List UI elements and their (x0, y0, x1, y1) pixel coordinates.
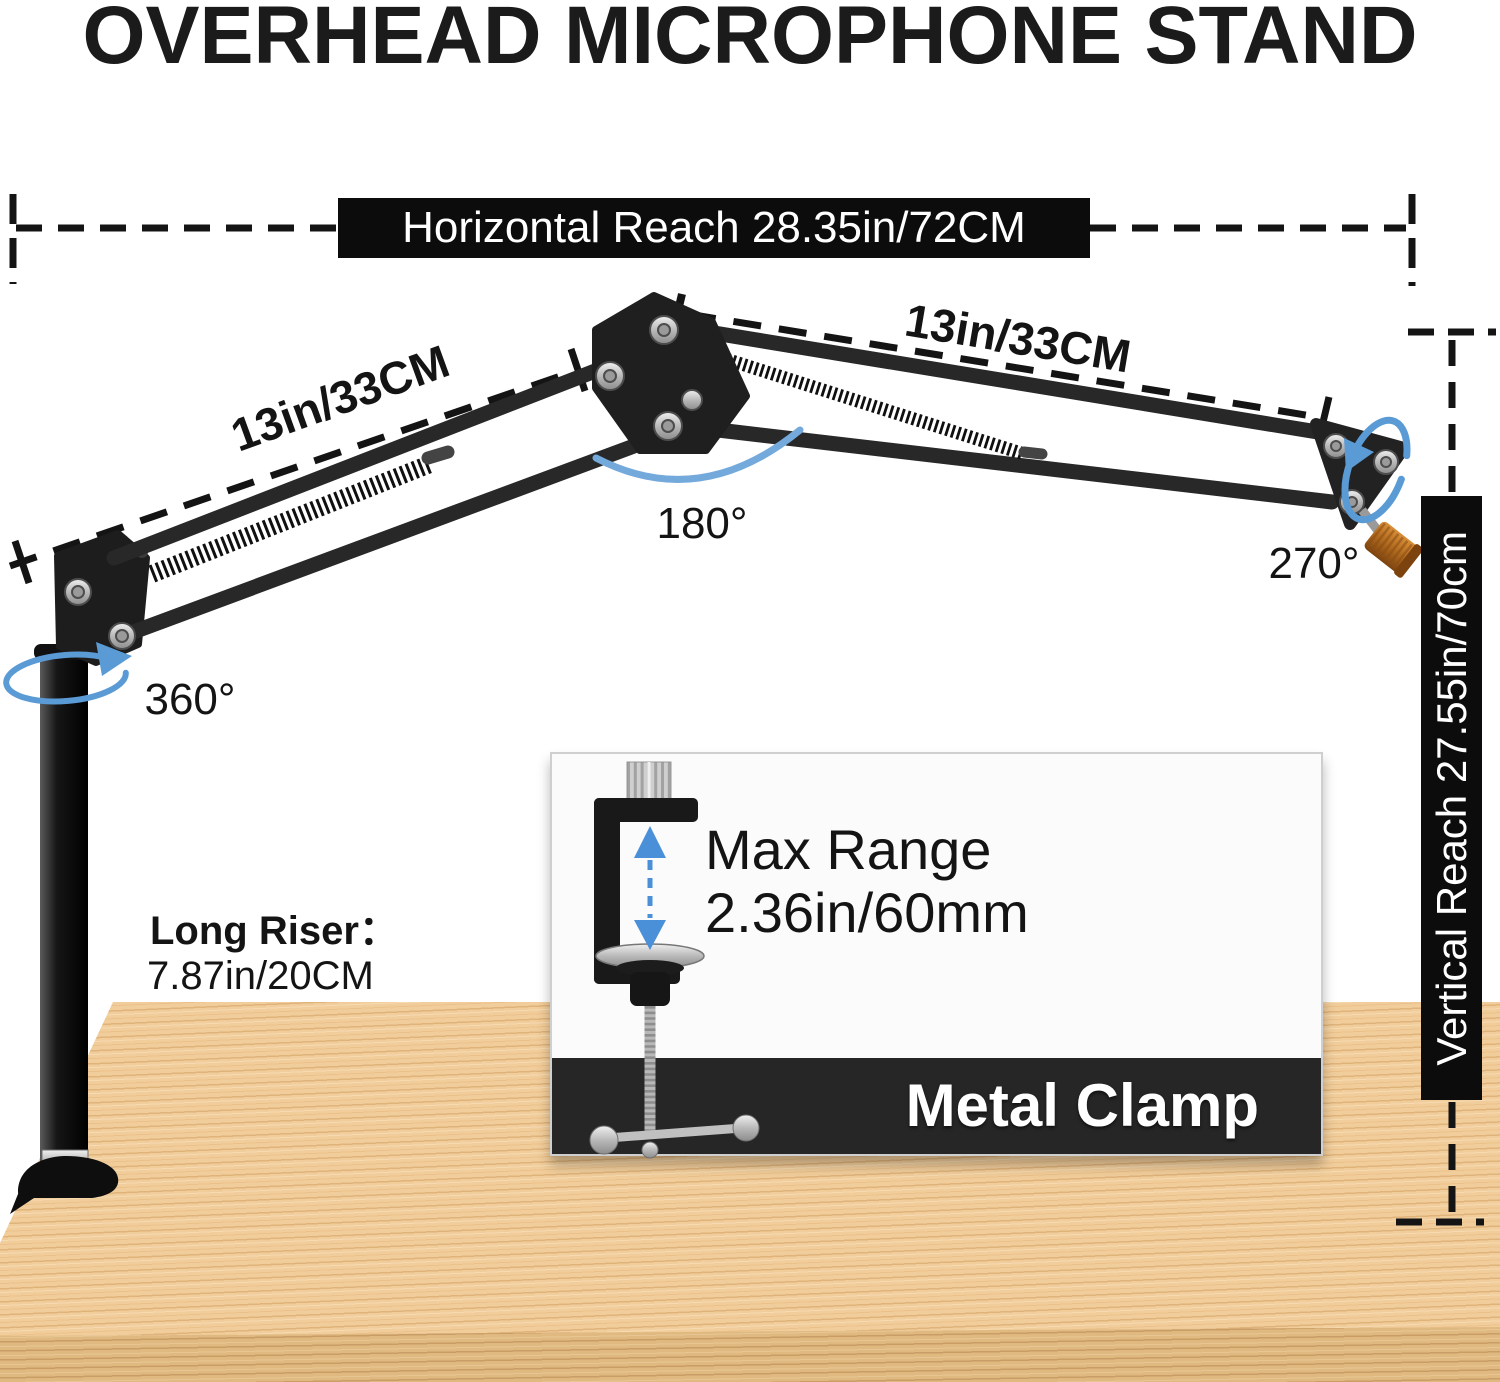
rotation-360-arrowhead-icon (96, 642, 132, 676)
vertical-reach-measure-line (1396, 328, 1496, 1226)
rotation-270-label: 270° (1268, 539, 1360, 588)
clamp-handle (603, 1123, 747, 1143)
title-block: OVERHEAD MICROPHONE STAND (83, 0, 1418, 80)
clamp-handle-ball-left (589, 1125, 619, 1155)
clamp-screw-tip (641, 1141, 659, 1159)
desk-clamp-foot (18, 1156, 119, 1198)
right-spring-end-nut (1018, 446, 1048, 460)
max-range-text: Max Range 2.36in/60mm (705, 818, 1029, 945)
clamp-illustration (589, 761, 760, 1159)
vertical-reach-label: Vertical Reach 27.55in/70cm (1427, 530, 1475, 1066)
clamp-hub (630, 972, 670, 1006)
left-upper-arm (106, 358, 616, 566)
right-upper-arm (700, 324, 1350, 444)
long-riser-label: Long Riser： (150, 909, 399, 953)
left-spring-end-nut (421, 445, 455, 465)
riser-pole (40, 652, 88, 1166)
boom-arms (106, 324, 1350, 642)
right-lower-arm (710, 422, 1340, 510)
desk-clamp-foot-tab (10, 1184, 34, 1214)
max-range-line1: Max Range (705, 818, 992, 881)
rotation-270-arrowhead-icon (1344, 438, 1374, 472)
left-lower-arm (120, 438, 642, 642)
mic-stand (10, 292, 1423, 1214)
max-range-arrow-icon (634, 826, 666, 950)
rotation-annotations (3, 416, 1411, 705)
horizontal-reach-measure-line (9, 194, 1416, 286)
clamp-handle-ball-right (732, 1114, 760, 1142)
vertical-reach-banner: Vertical Reach 27.55in/70cm (1421, 496, 1482, 1100)
swivel-180-arc-icon (592, 426, 804, 483)
bolts (64, 315, 1399, 650)
left-spring-icon (148, 455, 434, 583)
clamp-left-bar (594, 798, 620, 984)
right-spring-icon (708, 347, 1026, 461)
clamp-pad-under (616, 960, 684, 976)
max-range-line2: 2.36in/60mm (705, 881, 1029, 945)
rotation-360-label: 360° (144, 675, 236, 724)
brass-thread-adapter (1364, 521, 1423, 578)
center-hinge-plate (592, 292, 750, 454)
horizontal-reach-banner: Horizontal Reach 28.35in/72CM (338, 198, 1090, 258)
page-title: OVERHEAD MICROPHONE STAND (83, 0, 1418, 80)
swivel-180-label: 180° (656, 499, 748, 548)
metal-clamp-caption: Metal Clamp (552, 1058, 1321, 1154)
rotation-360-arrow-icon (3, 651, 129, 705)
long-riser-value: 7.87in/20CM (147, 954, 374, 998)
